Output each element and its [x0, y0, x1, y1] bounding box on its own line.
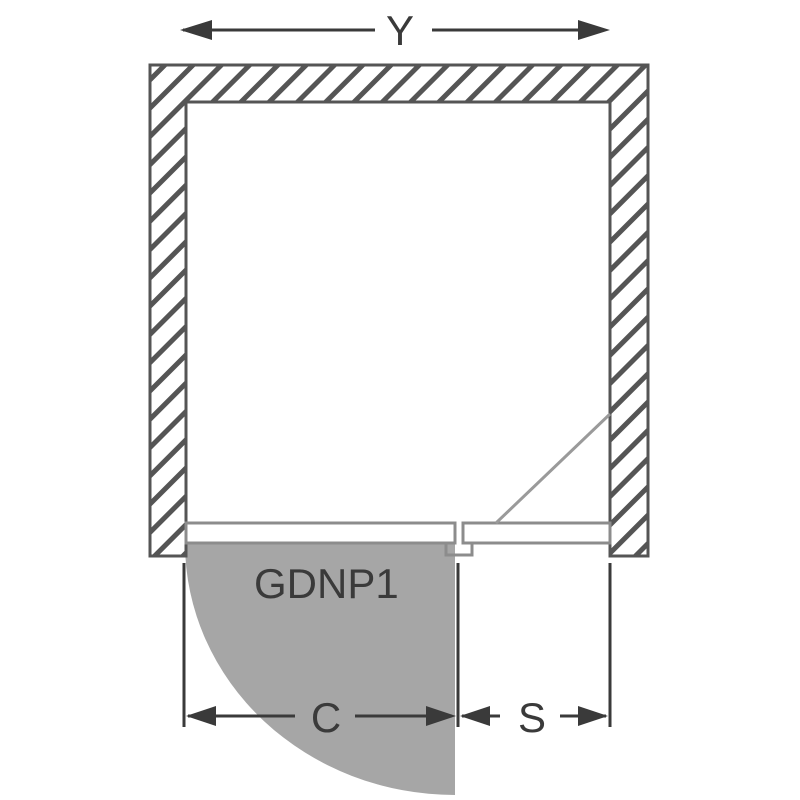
dimension-c-label: C [311, 694, 341, 741]
wall-structure [148, 63, 650, 558]
support-bar [494, 412, 612, 525]
dimension-s-label: S [518, 694, 546, 741]
fixed-panel [461, 521, 612, 545]
dimension-y-label: Y [386, 7, 414, 54]
door-panel [184, 521, 457, 545]
dimension-y [180, 20, 610, 40]
door-swing-area [185, 543, 455, 795]
dimension-c [186, 706, 456, 726]
dimension-s [460, 706, 608, 726]
product-code-label: GDNP1 [254, 560, 399, 607]
